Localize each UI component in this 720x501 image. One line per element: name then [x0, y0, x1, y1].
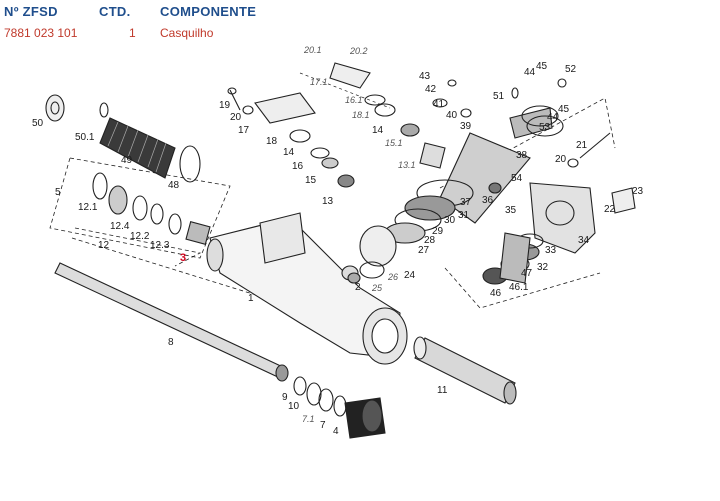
label-28: 28	[424, 235, 436, 246]
label-10: 10	[288, 401, 300, 412]
label-11: 11	[437, 385, 448, 396]
label-44a: 44	[524, 67, 536, 78]
label-46-1: 46.1	[509, 282, 529, 293]
label-12-3: 12.3	[150, 240, 170, 251]
label-34: 34	[578, 235, 590, 246]
label-12-1: 12.1	[78, 202, 98, 213]
label-17-1: 17.1	[310, 77, 328, 87]
label-33: 33	[545, 245, 557, 256]
label-42: 42	[425, 84, 437, 95]
label-18: 18	[266, 136, 278, 147]
label-25: 25	[371, 283, 383, 293]
label-47: 47	[521, 268, 533, 279]
label-20a: 20	[230, 112, 242, 123]
label-53: 53	[539, 122, 551, 133]
label-13: 13	[322, 196, 334, 207]
label-20-1: 20.1	[303, 45, 322, 55]
label-12-4: 12.4	[110, 221, 130, 232]
label-39: 39	[460, 121, 472, 132]
label-32: 32	[537, 262, 549, 273]
label-21: 21	[576, 140, 588, 151]
label-45b: 45	[558, 104, 570, 115]
label-16-1: 16.1	[345, 95, 363, 105]
label-52: 52	[565, 64, 577, 75]
label-12: 12	[98, 240, 110, 251]
label-43: 43	[419, 71, 431, 82]
label-17: 17	[238, 125, 250, 136]
label-14a: 14	[283, 147, 295, 158]
part-name: Casquilho	[160, 26, 214, 40]
label-20b: 20	[555, 154, 567, 165]
label-27: 27	[418, 245, 430, 256]
label-31: 31	[458, 210, 470, 221]
label-3-highlighted: 3	[180, 252, 186, 264]
label-1: 1	[248, 293, 254, 304]
col-header-componente: COMPONENTE	[160, 4, 257, 19]
label-26: 26	[387, 272, 398, 282]
label-54: 54	[511, 173, 523, 184]
label-22: 22	[604, 204, 616, 215]
label-36: 36	[482, 195, 494, 206]
label-30: 30	[444, 215, 456, 226]
label-18-1: 18.1	[352, 110, 370, 120]
label-49: 49	[121, 155, 133, 166]
label-41: 41	[433, 99, 445, 110]
exploded-parts-diagram: 1 2 3 4 5 7 7.1 8 9 10 11 12 12.1 12.2 1…	[32, 45, 644, 439]
label-13-1: 13.1	[398, 160, 416, 170]
label-4: 4	[333, 426, 339, 437]
label-15: 15	[305, 175, 317, 186]
label-38: 38	[516, 150, 528, 161]
col-header-ctd: CTD.	[99, 4, 131, 19]
part-number: 7881 023 101	[4, 26, 78, 40]
label-7: 7	[320, 420, 326, 431]
label-48: 48	[168, 180, 180, 191]
label-44b: 44	[547, 112, 559, 123]
label-2: 2	[355, 282, 361, 293]
label-40: 40	[446, 110, 458, 121]
label-9: 9	[282, 392, 288, 403]
label-19: 19	[219, 100, 231, 111]
label-37: 37	[460, 197, 472, 208]
label-7-1: 7.1	[302, 414, 315, 424]
label-45a: 45	[536, 61, 548, 72]
label-8: 8	[168, 337, 174, 348]
label-46: 46	[490, 288, 502, 299]
label-24: 24	[404, 270, 416, 281]
label-23: 23	[632, 186, 644, 197]
label-14b: 14	[372, 125, 384, 136]
label-12-2: 12.2	[130, 231, 150, 242]
label-5: 5	[55, 187, 61, 198]
label-35: 35	[505, 205, 517, 216]
label-15-1: 15.1	[385, 138, 403, 148]
label-51: 51	[493, 91, 505, 102]
label-29: 29	[432, 226, 444, 237]
label-20-2: 20.2	[349, 46, 368, 56]
label-16: 16	[292, 161, 304, 172]
label-50: 50	[32, 118, 44, 129]
label-50-1: 50.1	[75, 132, 95, 143]
col-header-zfsd: Nº ZFSD	[4, 4, 58, 19]
part-quantity: 1	[129, 26, 136, 40]
